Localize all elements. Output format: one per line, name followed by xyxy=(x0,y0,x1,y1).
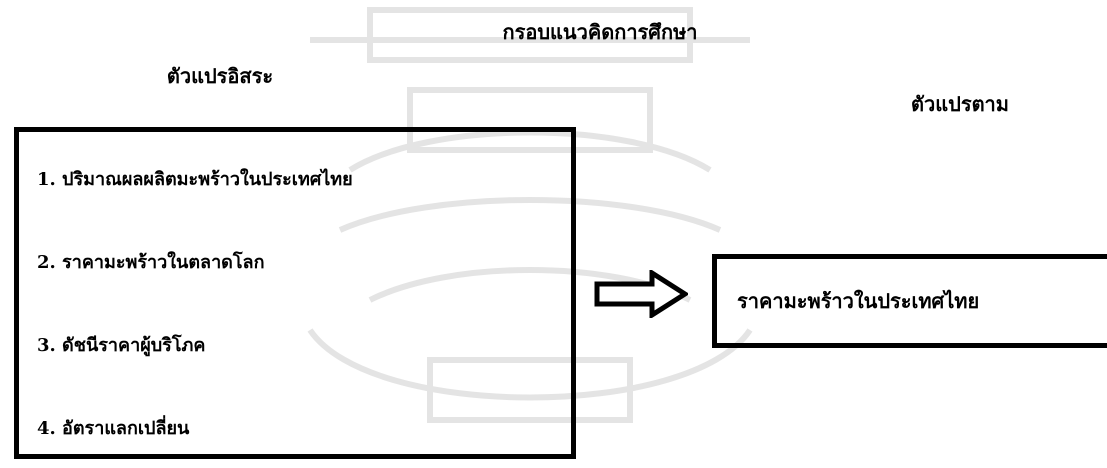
dependent-item: ราคามะพร้าวในประเทศไทย xyxy=(737,289,980,313)
independent-item: 3. ดัชนีราคาผู้บริโภค xyxy=(37,335,206,356)
diagram-title: กรอบแนวคิดการศึกษา xyxy=(502,20,698,44)
independent-variables-box: 1. ปริมาณผลผลิตมะพร้าวในประเทศไทย 2. ราค… xyxy=(14,127,576,459)
independent-item: 2. ราคามะพร้าวในตลาดโลก xyxy=(37,252,265,273)
dependent-variable-box: ราคามะพร้าวในประเทศไทย xyxy=(712,254,1107,348)
right-outline-arrow-icon xyxy=(594,270,688,318)
independent-variable-label: ตัวแปรอิสระ xyxy=(166,64,274,88)
independent-item: 4. อัตราแลกเปลี่ยน xyxy=(37,418,190,439)
dependent-variable-label: ตัวแปรตาม xyxy=(911,92,1009,116)
independent-item: 1. ปริมาณผลผลิตมะพร้าวในประเทศไทย xyxy=(37,169,353,190)
